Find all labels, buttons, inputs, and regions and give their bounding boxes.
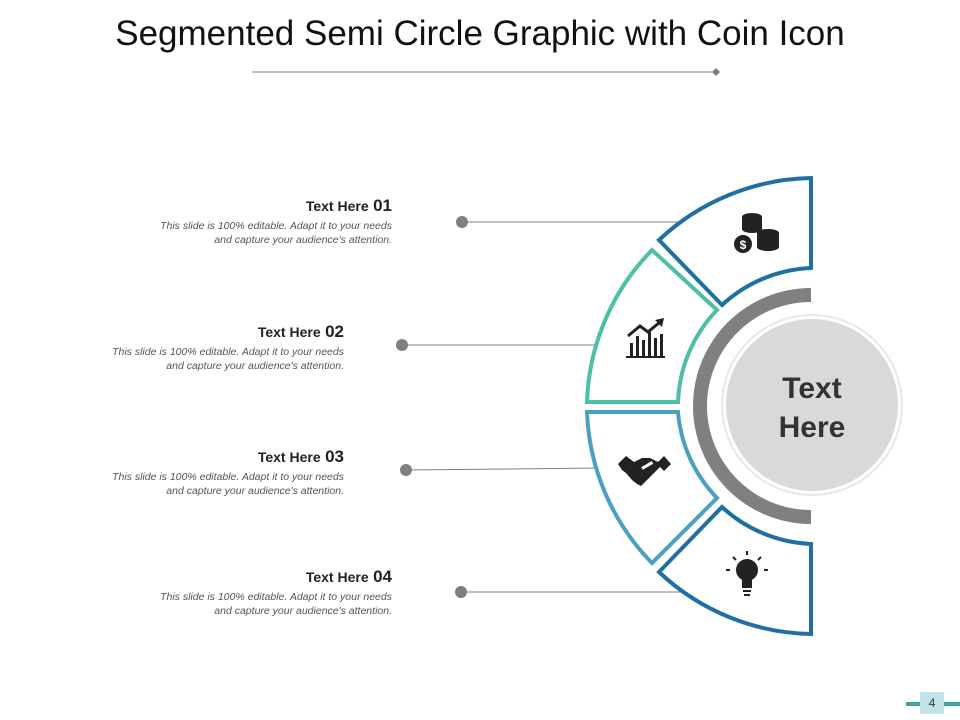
item-3-desc-line2: and capture your audience's attention.	[166, 485, 344, 497]
segment-4	[656, 504, 813, 637]
growth-chart-icon	[626, 318, 665, 358]
coins-dollar-icon: $	[734, 213, 779, 253]
center-text-line2: Here	[779, 411, 846, 444]
inner-ring	[693, 288, 811, 524]
slide-number-bar-left	[906, 702, 920, 706]
connector-4	[455, 586, 700, 598]
center-circle	[726, 319, 898, 491]
connector-1	[456, 216, 700, 228]
title-underline-diamond	[712, 68, 720, 76]
item-3-heading: Text Here	[257, 449, 321, 465]
item-3-number: 03	[325, 447, 344, 466]
item-2-desc-line2: and capture your audience's attention.	[166, 360, 344, 372]
item-2-heading: Text Here	[257, 324, 321, 340]
item-1-number: 01	[373, 196, 392, 215]
slide-title: Segmented Semi Circle Graphic with Coin …	[115, 14, 845, 53]
item-2: Text Here 02 This slide is 100% editable…	[62, 322, 344, 373]
item-4-heading: Text Here	[305, 569, 369, 585]
item-2-description: This slide is 100% editable. Adapt it to…	[62, 345, 344, 373]
item-1-heading: Text Here	[305, 198, 369, 214]
lightbulb-icon	[726, 551, 768, 596]
item-4-desc-line2: and capture your audience's attention.	[214, 605, 392, 617]
item-3: Text Here 03 This slide is 100% editable…	[62, 447, 344, 498]
svg-text:$: $	[740, 238, 747, 252]
item-4-number: 04	[373, 567, 392, 586]
slide-number: 4	[920, 692, 944, 714]
segment-3	[584, 410, 720, 566]
item-4-description: This slide is 100% editable. Adapt it to…	[110, 590, 392, 618]
item-3-desc-line1: This slide is 100% editable. Adapt it to…	[112, 471, 344, 483]
item-1-desc-line1: This slide is 100% editable. Adapt it to…	[160, 220, 392, 232]
item-1-desc-line2: and capture your audience's attention.	[214, 234, 392, 246]
item-1: Text Here 01 This slide is 100% editable…	[110, 196, 392, 247]
item-1-description: This slide is 100% editable. Adapt it to…	[110, 219, 392, 247]
item-2-desc-line1: This slide is 100% editable. Adapt it to…	[112, 346, 344, 358]
segment-2	[584, 247, 720, 404]
connector-3	[400, 464, 601, 476]
item-4-desc-line1: This slide is 100% editable. Adapt it to…	[160, 591, 392, 603]
item-4: Text Here 04 This slide is 100% editable…	[110, 567, 392, 618]
connector-2	[396, 339, 600, 351]
center-text-line1: Text	[782, 372, 841, 405]
item-3-description: This slide is 100% editable. Adapt it to…	[62, 470, 344, 498]
handshake-icon	[618, 456, 671, 486]
item-2-number: 02	[325, 322, 344, 341]
slide-number-bar-right	[944, 702, 960, 706]
